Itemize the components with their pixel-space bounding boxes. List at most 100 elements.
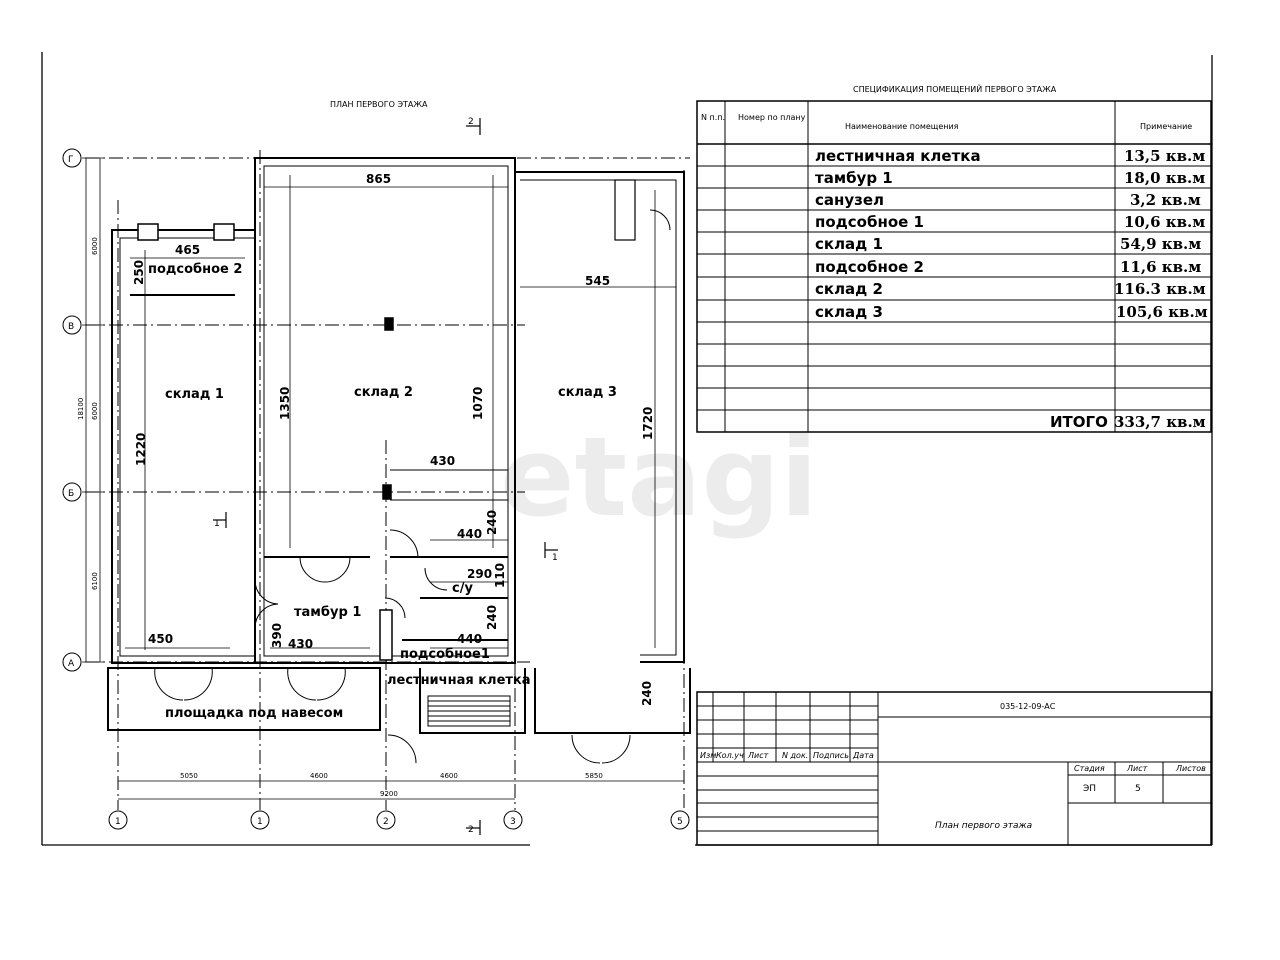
dim-440a: 440 (457, 527, 482, 541)
column-axis-markers: 1 1 2 3 5 (108, 810, 690, 830)
axis-col-2: 2 (383, 817, 389, 827)
dim-1350: 1350 (278, 387, 292, 420)
axis-col-1a: 1 (115, 817, 121, 827)
room-tambur-1: тамбур 1 (294, 605, 361, 620)
spec-row-area: 116.3 кв.м (1114, 280, 1206, 298)
axis-col-5: 5 (677, 817, 683, 827)
stamp-col-izm: Изм (700, 751, 716, 760)
dim-col-1: 5050 (180, 772, 198, 780)
dim-545: 545 (585, 274, 610, 288)
spec-row-area: 11,6 кв.м (1120, 258, 1201, 276)
room-sklad-2: склад 2 (354, 385, 413, 400)
spec-total-value: 333,7 кв.м (1114, 413, 1206, 431)
stamp-col-data: Дата (852, 751, 874, 760)
dim-440b: 440 (457, 632, 482, 646)
dim-110: 110 (493, 563, 507, 588)
room-sklad-3: склад 3 (558, 385, 617, 400)
dim-390: 390 (270, 623, 284, 648)
plan-title: ПЛАН ПЕРВОГО ЭТАЖА (330, 100, 428, 109)
title-block-grid (696, 691, 1212, 846)
dim-row-1: 6000 (91, 237, 99, 255)
stamp-col-kol: Кол.уч (716, 751, 744, 760)
spec-header-name: Наименование помещения (845, 122, 959, 131)
row-axis-markers: Г В Б А (62, 148, 82, 672)
section-mark-1-left: 1 (214, 519, 220, 529)
bottom-dimension-chain (118, 780, 684, 800)
spec-row-name: тамбур 1 (815, 169, 893, 187)
spec-title: СПЕЦИФИКАЦИЯ ПОМЕЩЕНИЙ ПЕРВОГО ЭТАЖА (853, 83, 1057, 94)
stamp-columns: Изм Кол.уч Лист N док. Подпись Дата (700, 751, 874, 760)
spec-row-area: 105,6 кв.м (1116, 303, 1208, 321)
stamp-stage-label: Стадия (1074, 764, 1105, 773)
dim-240b: 240 (485, 605, 499, 630)
stamp-sheet-title: План первого этажа (935, 821, 1032, 831)
stamp-sheet-value: 5 (1135, 784, 1141, 794)
dim-1220: 1220 (134, 433, 148, 466)
spec-row-area: 3,2 кв.м (1130, 191, 1201, 209)
dim-290: 290 (467, 567, 492, 581)
dim-450: 450 (148, 632, 173, 646)
stamp-sheets-label: Листов (1175, 764, 1206, 773)
room-lestnichnaya-kletka: лестничная клетка (387, 673, 531, 688)
dimension-labels: 865 465 250 545 1350 1070 1220 1720 430 … (132, 172, 655, 706)
spec-row-area: 54,9 кв.м (1120, 235, 1201, 253)
spec-row-name: склад 2 (815, 280, 883, 298)
window-blocks (137, 223, 394, 661)
room-podsobnoe-2: подсобное 2 (148, 262, 242, 277)
internal-dimension-lines (125, 175, 676, 650)
spec-row-name: подсобное 1 (815, 213, 924, 231)
spec-row-name: склад 1 (815, 235, 883, 253)
dim-1070: 1070 (471, 387, 485, 420)
dim-col-2: 4600 (310, 772, 328, 780)
axis-row-b: Б (68, 489, 74, 499)
spec-row-name: склад 3 (815, 303, 883, 321)
axis-col-1b: 1 (257, 817, 263, 827)
spec-table-rows: лестничная клетка 13,5 кв.м тамбур 1 18,… (815, 147, 1208, 321)
axis-col-3: 3 (510, 817, 516, 827)
section-marks (213, 118, 558, 835)
dim-430a: 430 (430, 454, 455, 468)
spec-header-num: Номер по плану (738, 113, 806, 122)
dim-250: 250 (132, 260, 146, 285)
section-mark-1-right: 1 (552, 553, 558, 563)
stamp-col-ndok: N док. (782, 751, 808, 760)
dim-1720: 1720 (641, 407, 655, 440)
dim-465: 465 (175, 243, 200, 257)
room-ploshadka: площадка под навесом (165, 706, 343, 721)
room-su: с/у (452, 581, 473, 596)
dim-col-3: 4600 (440, 772, 458, 780)
left-dimension-chain (82, 157, 104, 663)
room-sklad-1: склад 1 (165, 387, 224, 402)
section-mark-2-top: 2 (468, 117, 474, 127)
staircase (427, 695, 511, 727)
spec-row-area: 13,5 кв.м (1124, 147, 1205, 165)
axis-row-v: В (68, 322, 74, 332)
spec-row-name: санузел (815, 191, 884, 209)
dim-row-2: 6000 (91, 402, 99, 420)
axis-row-a: А (68, 659, 75, 669)
room-podsobnoe-1: подсобное1 (400, 647, 490, 662)
dim-col-4: 5850 (585, 772, 603, 780)
room-labels: подсобное 2 склад 1 склад 2 склад 3 тамб… (148, 262, 617, 721)
spec-header-note: Примечание (1140, 122, 1192, 131)
spec-total-label: ИТОГО (1050, 413, 1108, 431)
spec-row-area: 18,0 кв.м (1124, 169, 1205, 187)
spec-header-no: N п.п. (701, 113, 725, 122)
spec-table-grid (696, 100, 1212, 433)
stamp-col-podpis: Подпись (813, 751, 849, 760)
watermark: etagi (500, 413, 818, 541)
stamp-col-list: Лист (747, 751, 769, 760)
dim-430b: 430 (288, 637, 313, 651)
spec-row-name: лестничная клетка (815, 147, 981, 165)
dim-240a: 240 (485, 510, 499, 535)
dim-col-total: 9200 (380, 790, 398, 798)
spec-row-name: подсобное 2 (815, 258, 924, 276)
section-mark-2-bottom: 2 (468, 825, 474, 835)
dim-865: 865 (366, 172, 391, 186)
stamp-stage-value: ЭП (1083, 784, 1096, 794)
spec-row-area: 10,6 кв.м (1124, 213, 1205, 231)
stamp-code: 035-12-09-АС (1000, 702, 1056, 711)
dim-row-3: 6100 (91, 572, 99, 590)
stamp-sheet-label: Лист (1126, 764, 1148, 773)
